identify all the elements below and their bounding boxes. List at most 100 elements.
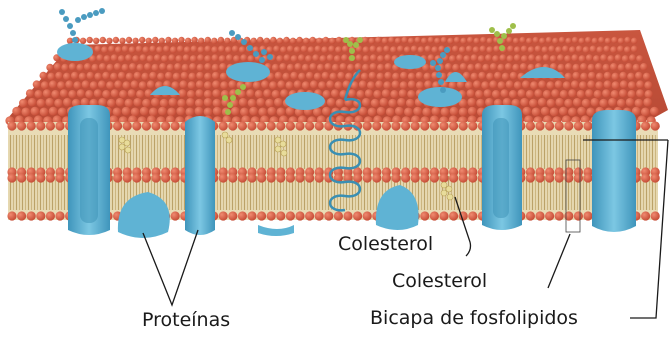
- lipid-head: [603, 64, 610, 71]
- lipid-head: [47, 73, 55, 81]
- lipid-head: [212, 72, 220, 80]
- lipid-head: [228, 121, 237, 130]
- lipid-head: [619, 89, 627, 97]
- lipid-head: [142, 99, 151, 108]
- lipid-head: [620, 80, 628, 88]
- lipid-head: [277, 80, 285, 88]
- lipid-head: [627, 73, 635, 81]
- lipid-head: [521, 46, 528, 53]
- lipid-head: [331, 89, 339, 97]
- lipid-head: [27, 211, 36, 220]
- lipid-head: [449, 121, 458, 130]
- lipid-head: [645, 90, 653, 98]
- lipid-head: [185, 108, 194, 117]
- lipid-head: [218, 46, 225, 53]
- lipid-head: [362, 64, 369, 71]
- lipid-head: [327, 54, 334, 61]
- lipid-head: [185, 38, 191, 44]
- lipid-head: [286, 173, 295, 182]
- lipid-head: [468, 211, 477, 220]
- lipid-head: [471, 73, 479, 81]
- lipid-head: [468, 121, 477, 130]
- lipid-head: [449, 211, 458, 220]
- lipid-head: [154, 54, 161, 61]
- lipid-head: [211, 46, 218, 53]
- lipid-head: [538, 98, 547, 107]
- lipid-head: [238, 211, 247, 220]
- lipid-head: [99, 63, 106, 70]
- lipid-head: [546, 81, 554, 89]
- lipid-head: [212, 64, 219, 71]
- lipid-head: [401, 173, 410, 182]
- lipid-head: [375, 37, 381, 43]
- lipid-head: [37, 99, 46, 108]
- lipid-head: [324, 211, 333, 220]
- lipid-head: [571, 80, 579, 88]
- lipid-head: [257, 121, 266, 130]
- lipid-head: [535, 121, 544, 130]
- lipid-head: [247, 173, 256, 182]
- lipid-head: [449, 55, 456, 62]
- lipid-head: [335, 46, 342, 53]
- lipid-head: [46, 121, 55, 130]
- lipid-head: [27, 121, 36, 130]
- lipid-head: [219, 211, 228, 220]
- lipid-head: [119, 90, 127, 98]
- lipid-head: [650, 107, 659, 116]
- lipid-head: [65, 80, 73, 88]
- lipid-head: [197, 64, 204, 71]
- leader-proteins: [143, 230, 198, 305]
- lipid-head: [96, 54, 103, 61]
- lipid-head: [228, 173, 237, 182]
- lipid-head: [377, 55, 384, 62]
- lipid-head: [85, 90, 93, 98]
- lipid-head: [295, 211, 304, 220]
- lipid-head: [334, 211, 343, 220]
- lipid-head: [41, 81, 49, 89]
- lipid-head: [290, 72, 298, 80]
- lipid-head: [176, 107, 185, 116]
- lipid-head: [219, 121, 228, 130]
- lipid-head: [277, 38, 283, 44]
- lipid-head: [302, 64, 309, 71]
- lipid-head: [383, 81, 391, 89]
- lipid-head: [408, 80, 416, 88]
- lipid-head: [598, 37, 604, 43]
- lipid-head: [113, 108, 122, 117]
- lipid-head: [550, 108, 559, 117]
- lipid-head: [332, 64, 339, 71]
- lipid-head: [204, 63, 211, 70]
- lipid-head: [204, 90, 212, 98]
- lipid-head: [196, 72, 204, 80]
- lipid-head: [507, 46, 514, 53]
- lipid-head: [475, 90, 483, 98]
- lipid-head: [19, 99, 28, 108]
- lipid-head: [239, 98, 248, 107]
- lipid-head: [218, 37, 224, 43]
- lipid-head: [424, 73, 432, 81]
- lipid-head: [631, 38, 637, 44]
- lipid-head: [228, 80, 236, 88]
- lipid-head: [334, 55, 341, 62]
- lipid-head: [615, 54, 622, 61]
- lipid-head: [535, 46, 542, 53]
- channel-protein-2: [185, 116, 215, 235]
- lipid-head: [303, 38, 309, 44]
- lipid-head: [363, 46, 370, 53]
- lipid-head: [559, 37, 565, 43]
- lipid-head: [651, 173, 660, 182]
- lipid-head: [40, 108, 49, 117]
- lipid-head: [231, 107, 240, 116]
- lipid-head: [568, 108, 577, 117]
- lipid-head: [187, 90, 195, 98]
- lipid-head: [596, 73, 604, 81]
- lipid-head: [219, 63, 226, 70]
- lipid-head: [51, 90, 59, 98]
- lipid-head: [286, 211, 295, 220]
- lipid-head: [573, 98, 582, 107]
- lipid-head: [125, 99, 134, 108]
- lipid-head: [337, 72, 345, 80]
- lipid-head: [359, 80, 367, 88]
- lipid-head: [418, 46, 425, 53]
- lipid-head: [356, 90, 364, 98]
